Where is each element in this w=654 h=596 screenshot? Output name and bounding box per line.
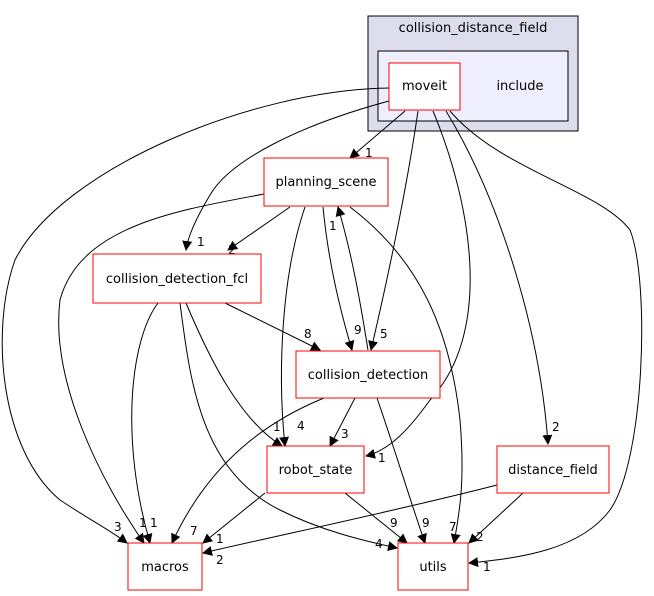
node-robot-state-label: robot_state [279,463,353,478]
edge-moveit-planning-scene [349,110,406,159]
edge-collision-detection-robot-state [329,397,356,447]
edge-label: 3 [114,520,122,534]
node-robot-state[interactable]: robot_state [266,445,365,494]
node-planning-scene[interactable]: planning_scene [263,157,389,207]
edge-planning-scene-macros [58,193,265,544]
edge-moveit-collision-detection-fcl [182,100,390,251]
edge-label: 1 [483,560,491,574]
node-collision-detection-fcl[interactable]: collision_detection_fcl [92,253,262,304]
edge-planning-scene-collision-detection-fcl [227,206,291,251]
edge-collision-detection-planning-scene [335,206,369,351]
edge-label: 9 [422,516,430,530]
edge-planning-scene-collision-detection [322,206,355,351]
edge-collision-detection-utils [376,397,427,544]
edge-distance-field-macros [202,484,498,556]
edge-label: 2 [216,553,224,567]
edge-label: 1 [197,235,205,249]
node-distance-field[interactable]: distance_field [496,445,610,494]
edge-label: 1 [365,146,373,160]
edge-label: 7 [449,520,457,534]
edge-robot-state-macros [202,492,266,544]
node-macros-label: macros [141,560,189,575]
edge-collision-detection-fcl-utils [179,302,398,551]
edge-label: 1 [273,420,281,434]
edge-collision-detection-fcl-collision-detection [224,302,321,351]
edge-label: 2 [228,243,236,257]
edge-collision-detection-fcl-robot-state [185,302,283,447]
edge-label: 1 [378,451,386,465]
edge-moveit-robot-state [365,110,471,459]
edge-label: 4 [375,537,383,551]
node-distance-field-label: distance_field [508,463,598,478]
edges [1,87,643,568]
node-collision-detection[interactable]: collision_detection [295,350,441,399]
edge-label: 8 [304,327,312,341]
edge-label: 1 [150,516,158,530]
node-moveit[interactable]: moveit [388,62,461,111]
node-moveit-label: moveit [402,79,447,94]
edge-label: 9 [390,516,398,530]
cluster-collision-distance-field-label: collision_distance_field [399,21,548,36]
edge-label: 7 [190,524,198,538]
edge-label: 1 [329,219,337,233]
node-utils[interactable]: utils [397,542,469,591]
edge-moveit-utils [449,110,643,568]
node-macros[interactable]: macros [127,542,203,591]
edge-planning-scene-utils [349,206,463,544]
edge-label: 3 [341,427,349,441]
edge-collision-detection-fcl-macros [131,302,159,544]
edge-moveit-distance-field [445,110,553,445]
edge-label: 2 [476,530,484,544]
edge-robot-state-utils [344,492,408,544]
edge-distance-field-utils [468,492,524,544]
edge-planning-scene-robot-state [279,206,306,447]
edge-moveit-macros [1,87,390,544]
node-utils-label: utils [419,560,447,575]
node-planning-scene-label: planning_scene [275,175,376,190]
edge-label: 2 [552,420,560,434]
node-collision-detection-fcl-label: collision_detection_fcl [106,272,248,287]
edge-label: 1 [216,532,224,546]
edge-label: 4 [297,419,305,433]
edge-collision-detection-macros [171,397,325,544]
edge-label: 9 [354,323,362,337]
include-label[interactable]: include [496,79,543,94]
edge-labels: 1 1 5 1 2 3 1 2 9 4 1 7 1 8 1 1 4 3 7 9 … [114,146,560,574]
edge-label: 1 [139,516,147,530]
node-collision-detection-label: collision_detection [308,368,428,383]
edge-moveit-collision-detection [368,110,419,351]
edge-label: 5 [380,327,388,341]
